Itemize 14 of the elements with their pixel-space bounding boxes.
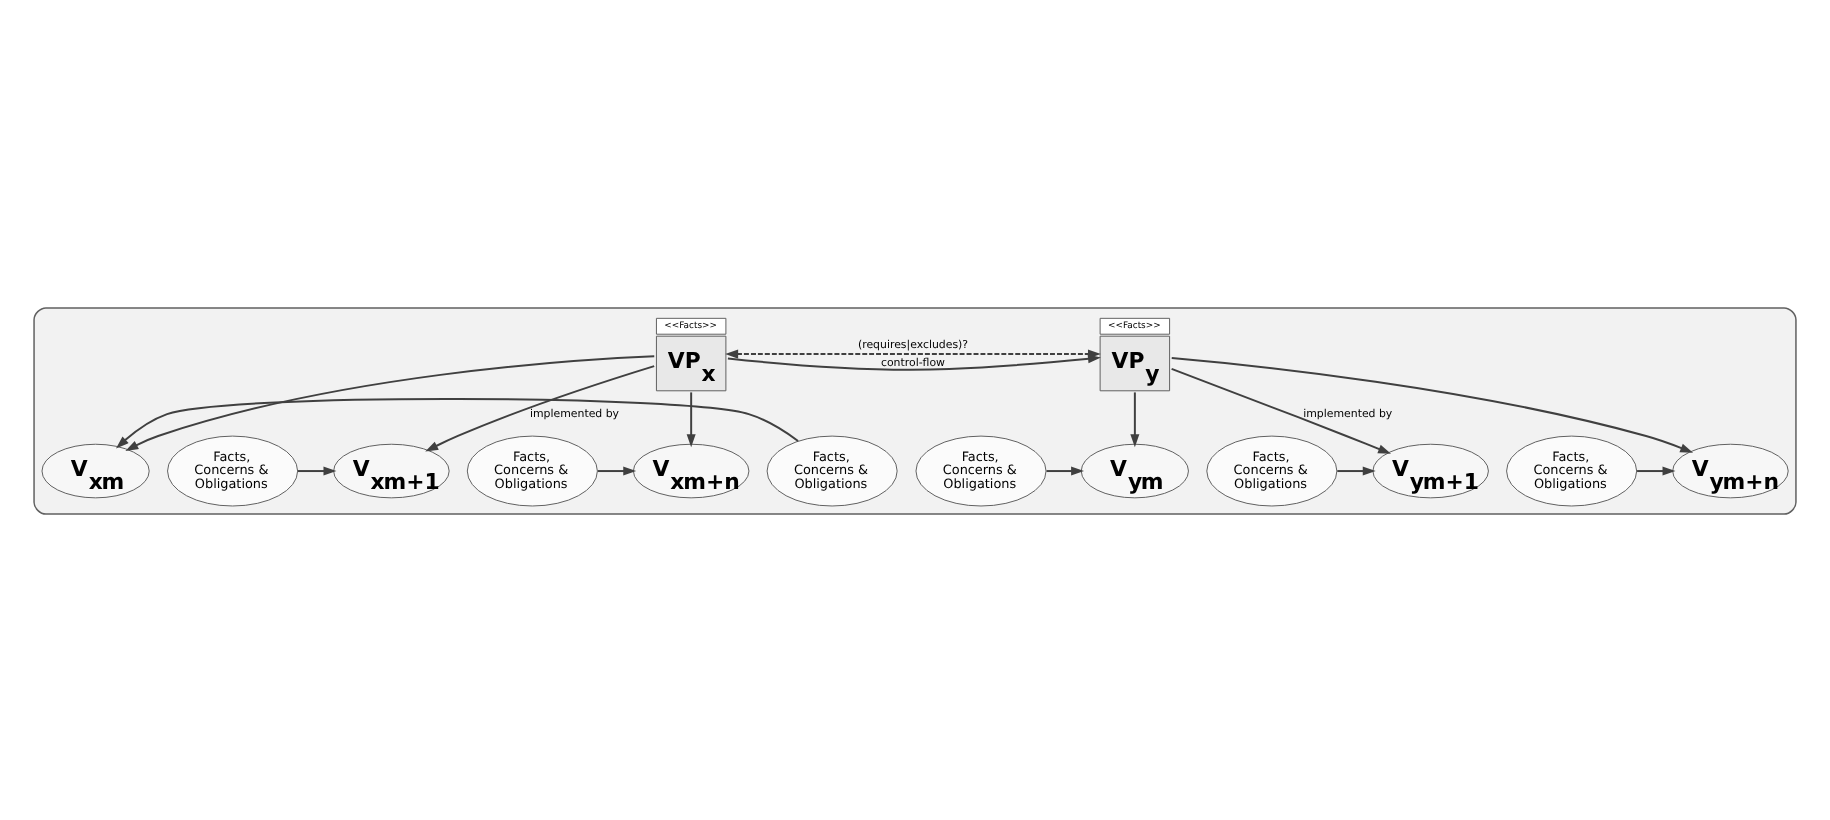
- arrow: [726, 353, 1101, 370]
- arrow: [425, 364, 656, 451]
- arrow: [297, 465, 337, 475]
- arrow: [1636, 465, 1676, 475]
- cluster: [33, 306, 1797, 514]
- arrow: [1045, 465, 1085, 475]
- arrow: [1130, 390, 1140, 447]
- arrow: [115, 396, 800, 448]
- arrow: [1170, 356, 1694, 452]
- arrow: [125, 354, 656, 450]
- arrow: [1336, 465, 1376, 475]
- arrow: [686, 390, 696, 447]
- arrow: [596, 465, 637, 475]
- arrow: [1170, 366, 1392, 453]
